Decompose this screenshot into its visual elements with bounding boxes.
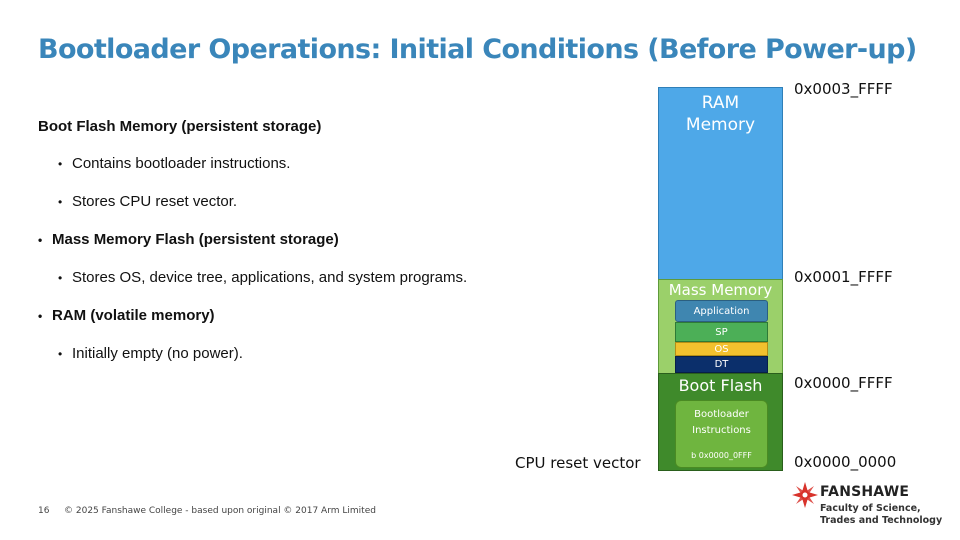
bullet-item: • Mass Memory Flash (persistent storage)	[38, 231, 339, 249]
bullet-dot-icon: •	[38, 233, 43, 247]
bullet-dot-icon: •	[58, 347, 63, 361]
bullet-dot-icon: •	[58, 195, 63, 209]
bullet-dot-icon: •	[38, 309, 43, 323]
bullet-text: Contains bootloader instructions.	[72, 155, 291, 172]
bullet-text: Boot Flash Memory (persistent storage)	[38, 118, 322, 135]
bullet-dot-icon: •	[58, 271, 63, 285]
bullet-item: • Initially empty (no power).	[58, 345, 243, 363]
address-mass-top: 0x0001_FFFF	[794, 268, 893, 286]
logo-name: FANSHAWE	[820, 484, 910, 500]
bootloader-label-line1: Bootloader	[694, 409, 749, 420]
bullet-text: Stores CPU reset vector.	[72, 193, 238, 210]
sp-block: SP	[675, 322, 768, 342]
cpu-reset-vector-label: CPU reset vector	[515, 454, 641, 472]
logo-faculty: Faculty of Science, Trades and Technolog…	[820, 503, 943, 526]
bullet-text: Stores OS, device tree, applications, an…	[72, 269, 468, 286]
bullet-item: • Contains bootloader instructions.	[58, 155, 290, 173]
boot-flash-region: Boot Flash Bootloader Instructions b 0x0…	[658, 373, 783, 471]
bootloader-branch-address: b 0x0000_0FFF	[691, 451, 752, 460]
mass-memory-region: Mass Memory Application SP OS DT	[658, 279, 783, 374]
address-boot-top: 0x0000_FFFF	[794, 374, 893, 392]
address-bottom: 0x0000_0000	[794, 453, 897, 471]
address-ram-top: 0x0003_FFFF	[794, 80, 893, 98]
boot-flash-label: Boot Flash	[678, 376, 763, 395]
application-block: Application	[675, 300, 768, 322]
fanshawe-logo: FANSHAWE Faculty of Science, Trades and …	[792, 482, 952, 530]
fanshawe-star-icon	[792, 482, 818, 508]
bootloader-instructions-block: Bootloader Instructions b 0x0000_0FFF	[675, 400, 768, 468]
copyright-text: © 2025 Fanshawe College - based upon ori…	[64, 506, 376, 516]
dt-block: DT	[675, 356, 768, 373]
ram-region: RAM Memory	[658, 87, 783, 280]
bullet-text: Initially empty (no power).	[72, 345, 243, 362]
slide-title: Bootloader Operations: Initial Condition…	[38, 34, 917, 65]
bullet-item: • Stores CPU reset vector.	[58, 193, 237, 211]
bullet-item: Boot Flash Memory (persistent storage)	[38, 118, 321, 136]
bullet-item: • Stores OS, device tree, applications, a…	[58, 269, 467, 287]
bullet-text: Mass Memory Flash (persistent storage)	[52, 231, 339, 248]
bullet-dot-icon: •	[58, 157, 63, 171]
mass-memory-label: Mass Memory	[668, 281, 773, 299]
os-block: OS	[675, 342, 768, 356]
page-number: 16	[38, 506, 50, 516]
slide-footer: 16 © 2025 Fanshawe College - based upon o…	[38, 506, 376, 516]
bootloader-label-line2: Instructions	[692, 425, 751, 436]
bullet-item: • RAM (volatile memory)	[38, 307, 215, 325]
bullet-text: RAM (volatile memory)	[52, 307, 215, 324]
ram-label: RAM Memory	[685, 93, 756, 135]
